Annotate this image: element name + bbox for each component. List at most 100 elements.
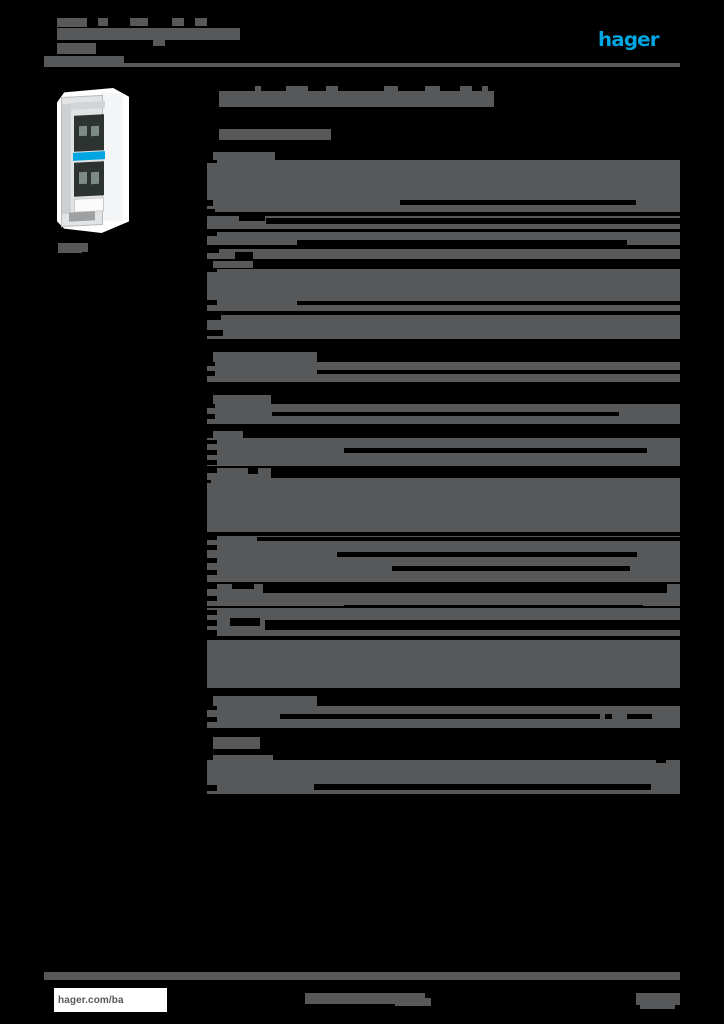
spec-group-heading-1 [213, 152, 275, 160]
page-subtitle-redaction [219, 129, 331, 140]
page-title-ascender-6 [460, 86, 472, 92]
product-caption-redaction-line-2 [58, 247, 82, 253]
header-title-redaction-tick-c [172, 18, 184, 26]
page-title-ascender-4 [384, 86, 398, 92]
row-gap [207, 610, 217, 615]
row-gap [207, 536, 217, 540]
row-gap [207, 584, 217, 589]
row-gap [207, 362, 215, 366]
footer-divider [44, 972, 680, 980]
spec-row-block-7 [207, 536, 680, 582]
row-gap [207, 404, 215, 408]
leader-gap [656, 758, 666, 763]
product-contact-a [79, 125, 87, 137]
row-gap [207, 468, 217, 473]
leader-gap [337, 552, 637, 557]
footer-center-redaction-line-1 [305, 993, 425, 1004]
header-title-redaction-tick-a [98, 18, 108, 26]
page-title-ascender-2 [286, 86, 308, 92]
spec-group-heading-2 [213, 261, 253, 268]
product-mounting-rail [62, 103, 71, 215]
footer-url-box[interactable]: hager.com/ba [54, 988, 167, 1012]
row-gap [207, 315, 221, 320]
leader-gap [239, 216, 265, 221]
row-gap [207, 480, 211, 483]
product-base-foot [69, 211, 95, 222]
header-title-redaction-tick-d [195, 18, 207, 26]
page-title-ascender-5 [425, 86, 440, 92]
row-gap [207, 717, 217, 722]
header-title-redaction-line-1 [57, 18, 87, 27]
leader-gap [266, 218, 680, 224]
spec-group-heading-4 [213, 395, 271, 404]
leader-gap [344, 448, 647, 453]
spec-row-4 [207, 249, 680, 259]
leader-gap [248, 466, 258, 474]
spec-row-block-6 [207, 480, 680, 532]
product-brand-label [73, 151, 105, 161]
leader-gap [400, 200, 636, 205]
leader-gap [344, 605, 643, 610]
row-gap [207, 371, 215, 376]
row-gap [207, 209, 215, 214]
leader-gap [232, 582, 254, 589]
row-gap [207, 570, 217, 575]
row-gap [207, 200, 213, 206]
leader-gap [314, 784, 651, 790]
header-title-redaction-line-2 [57, 28, 240, 40]
header-title-redaction-tick-e [153, 40, 165, 46]
spec-group-heading-5 [213, 431, 243, 438]
page-title-ascender-7 [482, 86, 488, 92]
page-title-ascender-1 [255, 86, 261, 92]
hager-logo: hager [598, 28, 661, 51]
spec-group-heading-3 [213, 352, 317, 362]
row-gap [207, 249, 219, 253]
leader-gap [271, 468, 680, 478]
page-footer [0, 972, 724, 1024]
header-rule-accent [44, 56, 124, 63]
header-title-redaction-tick-b [130, 18, 148, 26]
leader-gap [272, 412, 619, 416]
row-gap [207, 330, 223, 336]
row-gap [207, 414, 215, 419]
leader-gap [627, 714, 652, 719]
row-gap [207, 706, 217, 710]
row-gap [207, 620, 217, 626]
row-gap [207, 269, 217, 272]
spec-row-block-10 [207, 640, 680, 688]
header-subtitle-redaction [57, 43, 96, 54]
row-gap [207, 232, 217, 236]
row-gap [207, 160, 217, 163]
leader-gap [280, 714, 600, 719]
leader-gap [392, 566, 630, 571]
product-rating-plate [74, 197, 104, 213]
row-gap [207, 440, 217, 444]
page-title-redaction [219, 91, 494, 107]
leader-gap [257, 537, 680, 541]
page-title-ascender-3 [326, 86, 338, 92]
row-gap [207, 785, 217, 791]
product-contact-b [91, 125, 99, 137]
spec-row-label-final [213, 755, 273, 762]
leader-gap [297, 240, 627, 245]
main-content [207, 0, 680, 1024]
spec-group-heading-6 [213, 696, 317, 706]
row-gap [207, 596, 217, 601]
leader-gap [317, 370, 680, 374]
row-gap [207, 450, 217, 455]
product-contact-d [91, 171, 99, 185]
svg-text:hager: hager [598, 28, 660, 51]
leader-gap [263, 584, 667, 593]
footer-url-text: hager.com/ba [58, 994, 124, 1006]
page-header: hager [0, 0, 724, 78]
leader-gap [235, 252, 253, 259]
footer-page-number-redaction-2 [640, 1002, 675, 1009]
product-contact-c [79, 171, 87, 185]
spec-group-heading-7 [213, 737, 260, 749]
footer-center-redaction-line-2 [395, 998, 431, 1006]
leader-gap [230, 618, 260, 626]
leader-gap [605, 714, 612, 719]
row-gap [207, 545, 217, 550]
row-gap [207, 630, 217, 636]
